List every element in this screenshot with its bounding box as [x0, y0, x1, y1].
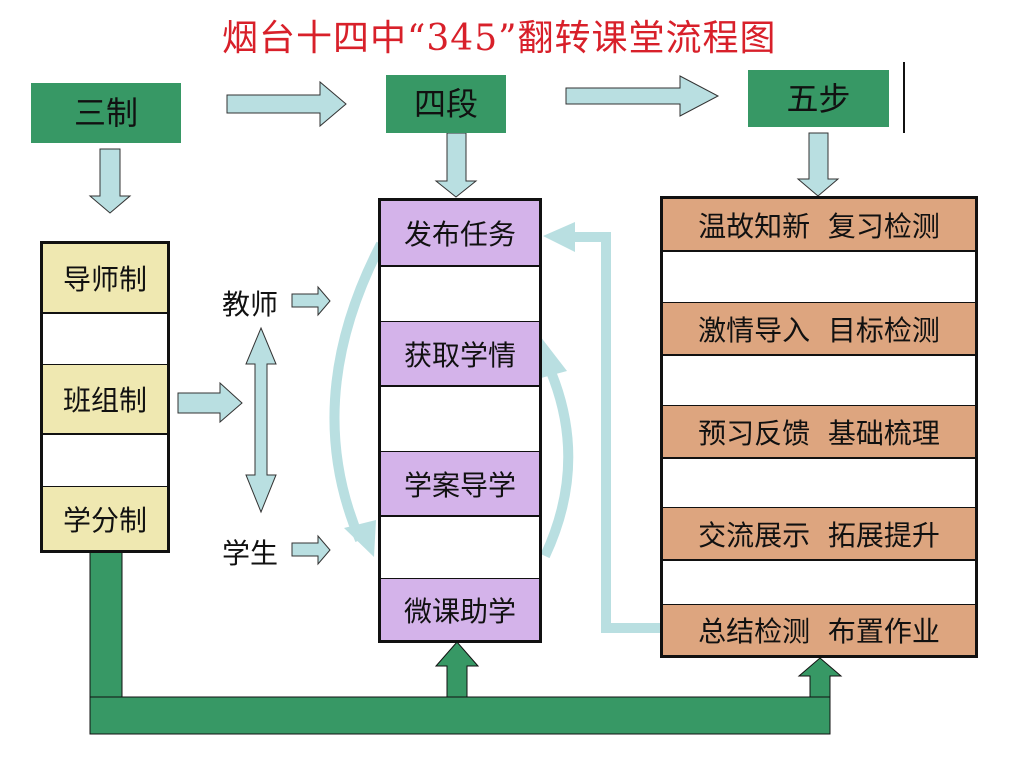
header-five-steps: 五步	[748, 70, 889, 127]
arrow-up-icon	[434, 641, 480, 698]
role-teacher: 教师	[222, 288, 279, 321]
stage-item: 微课助学	[381, 579, 539, 640]
role-student: 学生	[222, 537, 279, 570]
four-stages-column: 发布任务 获取学情 学案导学 微课助学	[378, 198, 542, 643]
arrow-down-icon	[796, 132, 840, 197]
curved-arrow-icon	[329, 241, 386, 542]
arrow-right-icon	[177, 381, 243, 424]
header-four-stages-label: 四段	[413, 85, 478, 123]
curved-arrow-icon	[540, 362, 574, 559]
arrow-down-icon	[434, 132, 478, 198]
step-item: 交流展示 拓展提升	[663, 508, 975, 559]
step-item: 温故知新 复习检测	[663, 199, 975, 250]
curved-arrow-head	[344, 520, 376, 557]
step-item: 预习反馈 基础梳理	[663, 406, 975, 457]
system-item: 班组制	[43, 365, 167, 433]
system-item: 导师制	[43, 244, 167, 312]
arrow-right-icon	[291, 285, 331, 317]
header-five-steps-label: 五步	[786, 79, 851, 118]
arrow-right-icon	[565, 75, 720, 117]
double-arrow-icon	[245, 326, 277, 514]
system-item: 学分制	[43, 487, 167, 550]
base-bar-horizontal	[89, 696, 831, 735]
step-item: 总结检测 布置作业	[663, 605, 975, 655]
feedback-loop-line	[570, 232, 661, 633]
stage-item: 发布任务	[381, 201, 539, 265]
curved-arrow-head	[540, 336, 567, 378]
stage-item: 学案导学	[381, 452, 539, 515]
header-three-systems: 三制	[31, 83, 181, 143]
step-item: 激情导入 目标检测	[663, 303, 975, 354]
base-bar-vertical	[89, 551, 123, 699]
arrow-right-icon	[226, 80, 347, 128]
header-three-systems-label: 三制	[73, 94, 138, 132]
feedback-loop-head	[543, 222, 575, 252]
arrow-down-icon	[88, 148, 132, 214]
arrow-up-icon	[797, 657, 843, 698]
five-steps-column: 温故知新 复习检测 激情导入 目标检测 预习反馈 基础梳理 交流展示 拓展提升 …	[660, 196, 978, 658]
three-systems-column: 导师制 班组制 学分制	[40, 241, 170, 553]
header-four-stages: 四段	[386, 75, 506, 133]
stage-item: 获取学情	[381, 322, 539, 385]
arrow-right-icon	[291, 534, 331, 566]
diagram-title: 烟台十四中“345”翻转课堂流程图	[222, 18, 777, 59]
